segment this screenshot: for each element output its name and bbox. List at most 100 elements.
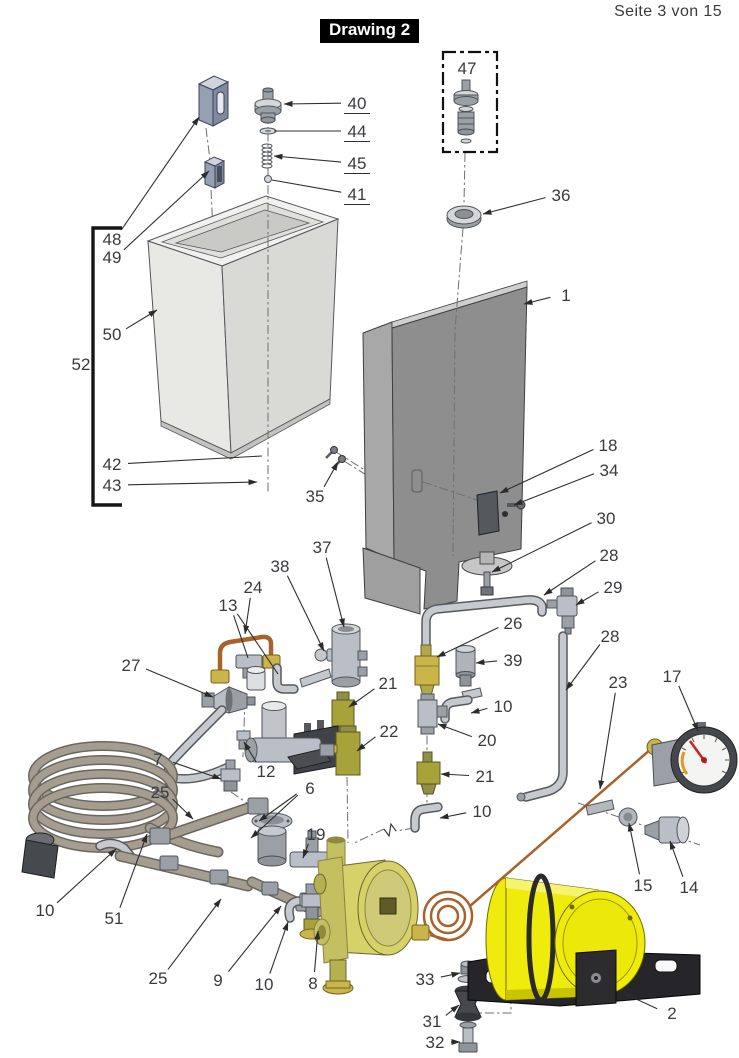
part-44-washer: [259, 127, 277, 135]
leader-line-26: [436, 627, 499, 658]
callout-30: 30: [597, 509, 616, 528]
panel-centerline: [452, 227, 464, 557]
part-25-hose-lower: [114, 850, 254, 892]
part-26-check-valve: [414, 644, 440, 697]
part-48-bracket: [197, 75, 230, 127]
leader-line-35: [323, 461, 339, 488]
callout-18: 18: [599, 436, 618, 455]
leader-line-42: [127, 455, 263, 464]
motor-strap: [526, 873, 556, 1003]
leader-line-15: [627, 822, 641, 875]
part-28-tube-vertical: [516, 631, 568, 802]
leader-line-27: [145, 668, 214, 698]
callout-39: 39: [504, 651, 523, 670]
leader-line-23: [598, 692, 616, 790]
callout-26: 26: [504, 614, 523, 633]
leader-line-2: [622, 992, 658, 1010]
leader-line-43: [127, 479, 258, 486]
hose-end-elbow: [21, 839, 59, 879]
callout-29: 29: [604, 578, 623, 597]
leader-line-21: [440, 771, 470, 778]
leader-line-13: [233, 615, 249, 659]
part-1-side-panel: [362, 280, 528, 615]
leader-line-48: [120, 116, 200, 231]
callout-24: 24: [244, 578, 263, 597]
leader-line-25: [167, 898, 222, 970]
part-30-screw-head: [480, 586, 494, 596]
part-25-hose-upper: [149, 797, 269, 845]
part-41-ball: [264, 175, 272, 183]
callout-6: 6: [305, 779, 314, 798]
part-32-bolt: [462, 1027, 474, 1045]
callout-25: 25: [151, 783, 170, 802]
callout-36: 36: [552, 186, 571, 205]
callout-35: 35: [306, 487, 325, 506]
part-37-cylinder: [299, 623, 368, 688]
leader-line-45: [273, 153, 342, 163]
part-7-fitting: [220, 759, 241, 792]
part-36-nut: [446, 205, 482, 229]
leader-line-24: [243, 597, 251, 635]
callout-48: 48: [103, 230, 122, 249]
callout-layer: 4044454147361484950524243351834302829283…: [36, 59, 699, 1052]
callout-1: 1: [561, 286, 570, 305]
leader-line-49: [123, 170, 210, 251]
part-50-water-tank: [146, 195, 340, 460]
part-30-screw-shaft: [483, 571, 491, 589]
leader-line-10: [56, 848, 117, 904]
callout-15: 15: [634, 876, 653, 895]
leader-line-8: [313, 930, 321, 973]
callout-22: 22: [380, 722, 399, 741]
pump-head: [313, 836, 419, 995]
part-13-fittings: [235, 654, 299, 694]
callout-17: 17: [663, 667, 682, 686]
leader-line-25: [172, 798, 194, 820]
leader-line-12: [243, 741, 257, 763]
tank-cavity: [174, 209, 311, 253]
leader-line-51: [119, 833, 148, 908]
part-15-nut: [585, 799, 638, 827]
leader-line-7: [173, 761, 222, 780]
callout-20: 20: [478, 731, 497, 750]
callout-51: 51: [105, 909, 124, 928]
leader-line-39: [475, 659, 498, 666]
callout-10: 10: [36, 901, 55, 920]
callout-7: 7: [153, 750, 162, 769]
callout-32: 32: [426, 1033, 445, 1052]
leader-line-10: [439, 812, 467, 820]
capillary-nut: [411, 924, 430, 941]
part-21-valve-right: [416, 751, 441, 795]
callout-23: 23: [609, 673, 628, 692]
part-14-plug-fitting: [644, 816, 690, 844]
callout-25: 25: [149, 969, 168, 988]
callout-43: 43: [103, 476, 122, 495]
leader-line-28: [565, 644, 601, 691]
callout-2: 2: [667, 1004, 676, 1023]
callout-34: 34: [600, 461, 619, 480]
leader-line-19: [302, 843, 309, 859]
callout-44: 44: [348, 122, 367, 141]
u-bend-tube: [163, 705, 231, 784]
callout-10: 10: [494, 697, 513, 716]
part-27-inline-filter: [201, 686, 256, 714]
part-20-tee-fitting: [417, 693, 448, 735]
leader-line-20: [437, 723, 472, 738]
callout-52: 52: [72, 355, 91, 374]
callout-40: 40: [348, 94, 367, 113]
part-23-copper-capillary: [411, 738, 664, 942]
leader-line-38: [286, 575, 325, 652]
callout-33: 33: [416, 970, 435, 989]
callout-49: 49: [103, 248, 122, 267]
part-45-spring: [261, 143, 273, 169]
leader-line-6: [258, 793, 297, 822]
leader-line-33: [440, 971, 461, 978]
leader-line-22: [356, 736, 376, 752]
callout-42: 42: [103, 455, 122, 474]
leader-line-37: [325, 557, 345, 628]
callout-21: 21: [379, 674, 398, 693]
part-2-pump-motor: [467, 873, 701, 1007]
callout-28: 28: [600, 546, 619, 565]
callout-21: 21: [476, 767, 495, 786]
callout-10: 10: [255, 975, 274, 994]
